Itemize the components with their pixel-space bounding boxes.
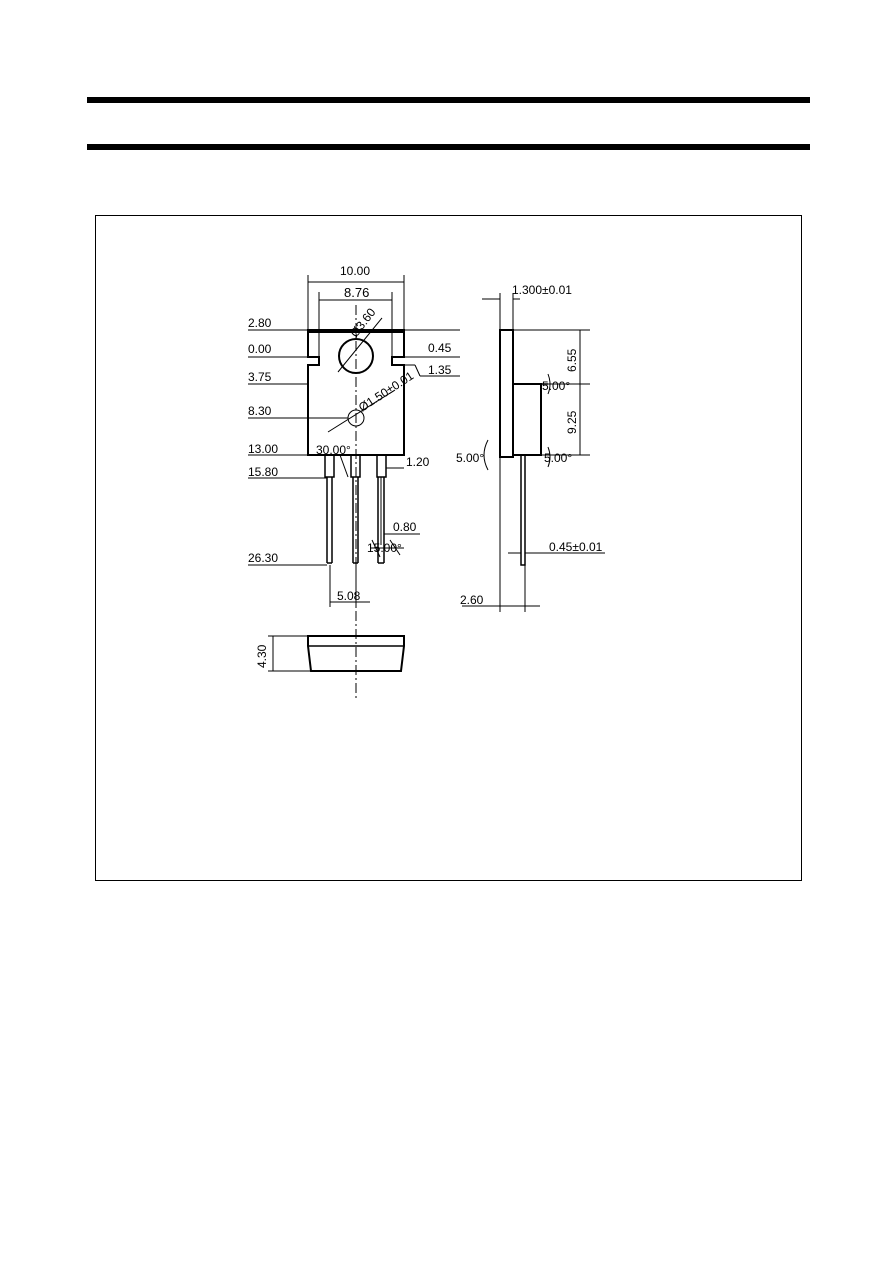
dim-dia-3-60: Ø3.60 bbox=[347, 305, 378, 340]
header-rule-top bbox=[87, 97, 810, 103]
dim-15-80: 15.80 bbox=[248, 465, 278, 479]
dim-3-75: 3.75 bbox=[248, 370, 272, 384]
dim-1-20: 1.20 bbox=[406, 455, 430, 469]
side-dim-9-25: 9.25 bbox=[565, 410, 579, 434]
side-lead bbox=[520, 454, 526, 566]
dim-0-45: 0.45 bbox=[428, 341, 452, 355]
side-dim-2-60: 2.60 bbox=[460, 593, 484, 607]
dim-0-80: 0.80 bbox=[393, 520, 417, 534]
dim-dia-1-50: Ø1.50±0.01 bbox=[356, 368, 416, 414]
dim-13-00: 13.00 bbox=[248, 442, 278, 456]
dim-8-76: 8.76 bbox=[344, 285, 369, 300]
header-rule-bottom bbox=[87, 144, 810, 150]
dim-8-30: 8.30 bbox=[248, 404, 272, 418]
angle-15: 15.00° bbox=[367, 541, 402, 555]
side-tab bbox=[499, 329, 514, 458]
side-angle-5-b: 5.00° bbox=[544, 451, 572, 465]
side-dim-0-45: 0.45±0.01 bbox=[549, 540, 603, 554]
dim-26-30: 26.30 bbox=[248, 551, 278, 565]
end-view bbox=[268, 635, 405, 672]
side-angle-5-c: 5.00° bbox=[456, 451, 484, 465]
front-view bbox=[248, 275, 460, 700]
side-body bbox=[512, 383, 542, 456]
dimension-labels: 10.00 8.76 2.80 0.00 3.75 8.30 13.00 15.… bbox=[248, 264, 603, 668]
dim-1-35: 1.35 bbox=[428, 363, 452, 377]
leads bbox=[324, 454, 387, 564]
dim-0-00: 0.00 bbox=[248, 342, 272, 356]
side-angle-5-a: 5.00° bbox=[542, 379, 570, 393]
dim-2-80: 2.80 bbox=[248, 316, 272, 330]
drawing-frame bbox=[95, 215, 802, 881]
side-dim-6-55: 6.55 bbox=[565, 348, 579, 372]
side-view bbox=[462, 293, 605, 612]
side-dim-1-300: 1.300±0.01 bbox=[512, 283, 572, 297]
dim-5-08: 5.08 bbox=[337, 589, 361, 603]
dim-4-30: 4.30 bbox=[255, 644, 269, 668]
dim-10-00: 10.00 bbox=[340, 264, 370, 278]
angle-30: 30.00° bbox=[316, 443, 351, 457]
